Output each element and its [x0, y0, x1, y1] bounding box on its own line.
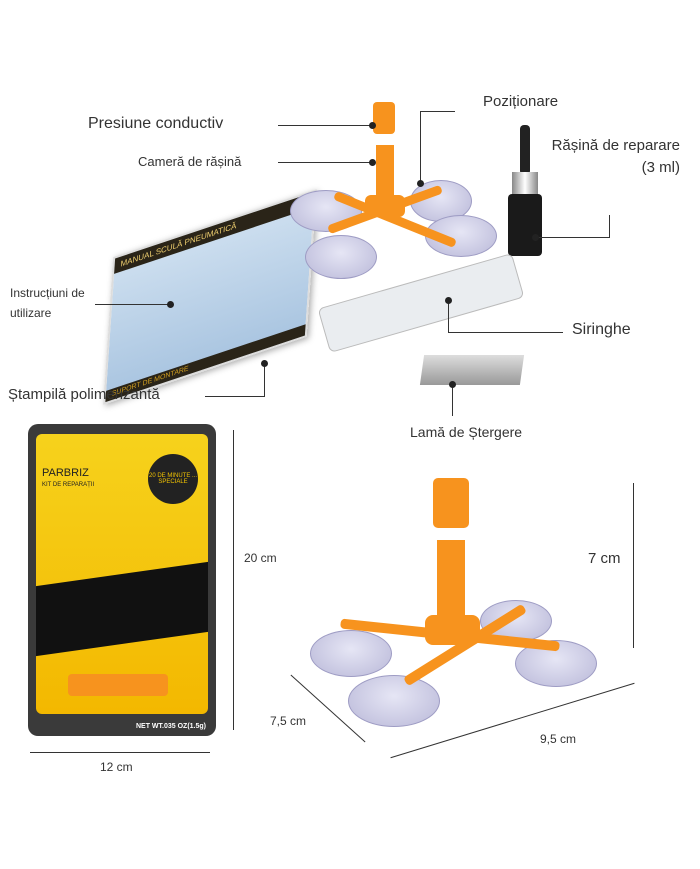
resin-bottle	[520, 125, 530, 175]
dim-tool-height: 7 cm	[588, 550, 621, 567]
razor-blade	[419, 355, 525, 385]
package-brand: PARBRIZ	[42, 467, 89, 479]
label-instructions: Instrucțiuni de utilizare	[10, 286, 85, 320]
label-blade: Lamă de Ștergere	[410, 424, 523, 440]
package-weight: NET WT.035 OZ(1.5g)	[135, 723, 206, 730]
package-badge: 20 DE MINUTE ... SPECIALE	[148, 454, 198, 504]
repair-tool-large	[433, 478, 469, 528]
dim-tool-width: 9,5 cm	[540, 732, 577, 746]
product-package: PARBRIZ KIT DE REPARAȚII 20 DE MINUTE ..…	[28, 424, 216, 736]
dim-package-width: 12 cm	[100, 760, 133, 774]
label-syringe: Siringhe	[572, 321, 631, 338]
label-resin: Rășină de reparare (3 ml)	[551, 137, 680, 176]
dim-package-height: 20 cm	[244, 551, 277, 565]
label-pressure: Presiune conductiv	[88, 115, 224, 132]
manual-title: MANUAL SCULĂ PNEUMATICĂ	[114, 191, 315, 274]
label-chamber: Cameră de rășină	[138, 154, 242, 169]
label-positioner: Poziționare	[483, 93, 559, 110]
label-stamp: Ștampilă polimerizantă	[8, 386, 160, 403]
windshield-repair-tool	[373, 102, 395, 134]
package-subtitle: KIT DE REPARAȚII	[42, 482, 95, 488]
dim-tool-depth: 7,5 cm	[270, 714, 307, 728]
instruction-manual: MANUAL SCULĂ PNEUMATICĂ SUPORT DE MONTAR…	[103, 189, 317, 405]
